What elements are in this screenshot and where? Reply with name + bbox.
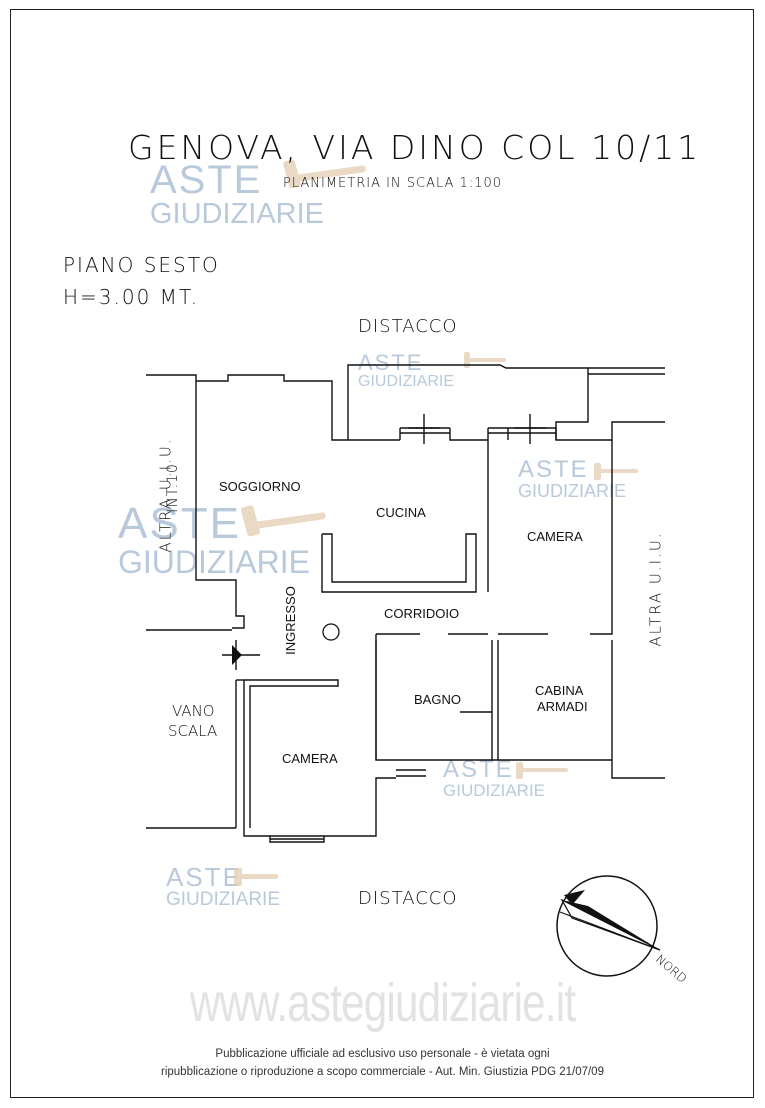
page-frame [10,9,754,1098]
room-camera-right: CAMERA [527,529,583,544]
footer-line-1: Pubblicazione ufficiale ad esclusivo uso… [215,1048,550,1060]
watermark-logo: ASTE GIUDIZIARIE [358,352,454,390]
floor-label: PIANO SESTO [63,253,220,277]
column-circle [322,623,340,641]
altra-uiu-right-label: ALTRA U.I.U. [646,531,665,647]
watermark-text: GIUDIZIARIE [150,198,325,230]
watermark-logo: ASTE GIUDIZIARIE [118,499,311,580]
watermark-logo: ASTE GIUDIZIARIE [443,756,546,800]
watermark-text: ASTE [150,158,263,202]
height-label: H=3.00 MT. [63,285,200,309]
room-camera-bottom: CAMERA [282,751,338,766]
watermark-logo: ASTE GIUDIZIARIE [150,160,324,229]
watermark-text: ASTE [518,456,589,483]
room-cabina: CABINA [535,683,584,698]
watermark-logo: ASTE GIUDIZIARIE [166,864,280,909]
page-title: GENOVA, VIA DINO COL 10/11 [128,128,702,167]
scala-label: SCALA [168,722,218,740]
vano-label: VANO [172,702,215,720]
watermark-text: GIUDIZIARIE [358,373,455,390]
room-cucina: CUCINA [376,505,426,520]
watermark-text: GIUDIZIARIE [518,481,627,501]
room-armadi: ARMADI [537,699,588,714]
walls [146,364,665,843]
watermark-text: ASTE [443,756,514,783]
room-ingresso: INGRESSO [282,586,298,655]
footer-line-2: ripubblicazione o riproduzione a scopo c… [161,1066,604,1078]
watermark-logo: ASTE GIUDIZIARIE [518,456,627,501]
scale-subtitle: PLANIMETRIA IN SCALA 1:100 [283,176,503,191]
watermark-text: ASTE [166,862,242,892]
room-bagno: BAGNO [414,692,461,707]
distacco-top-label: DISTACCO [358,316,458,337]
int-label: INT.10 [164,463,181,513]
watermark-text: GIUDIZIARIE [443,781,546,800]
distacco-bottom-label: DISTACCO [358,888,458,909]
entry-arrow-icon [232,645,242,665]
watermark-text: GIUDIZIARIE [166,889,281,910]
watermark-text: ASTE [358,350,424,375]
gavel-icon [234,159,638,886]
watermark-text: GIUDIZIARIE [118,544,311,580]
north-compass-icon [556,875,661,977]
watermark-text: ASTE [118,499,241,548]
website-watermark: www.astegiudiziarie.it [189,973,576,1033]
room-corridoio: CORRIDOIO [384,606,460,621]
room-soggiorno: SOGGIORNO [219,479,301,494]
